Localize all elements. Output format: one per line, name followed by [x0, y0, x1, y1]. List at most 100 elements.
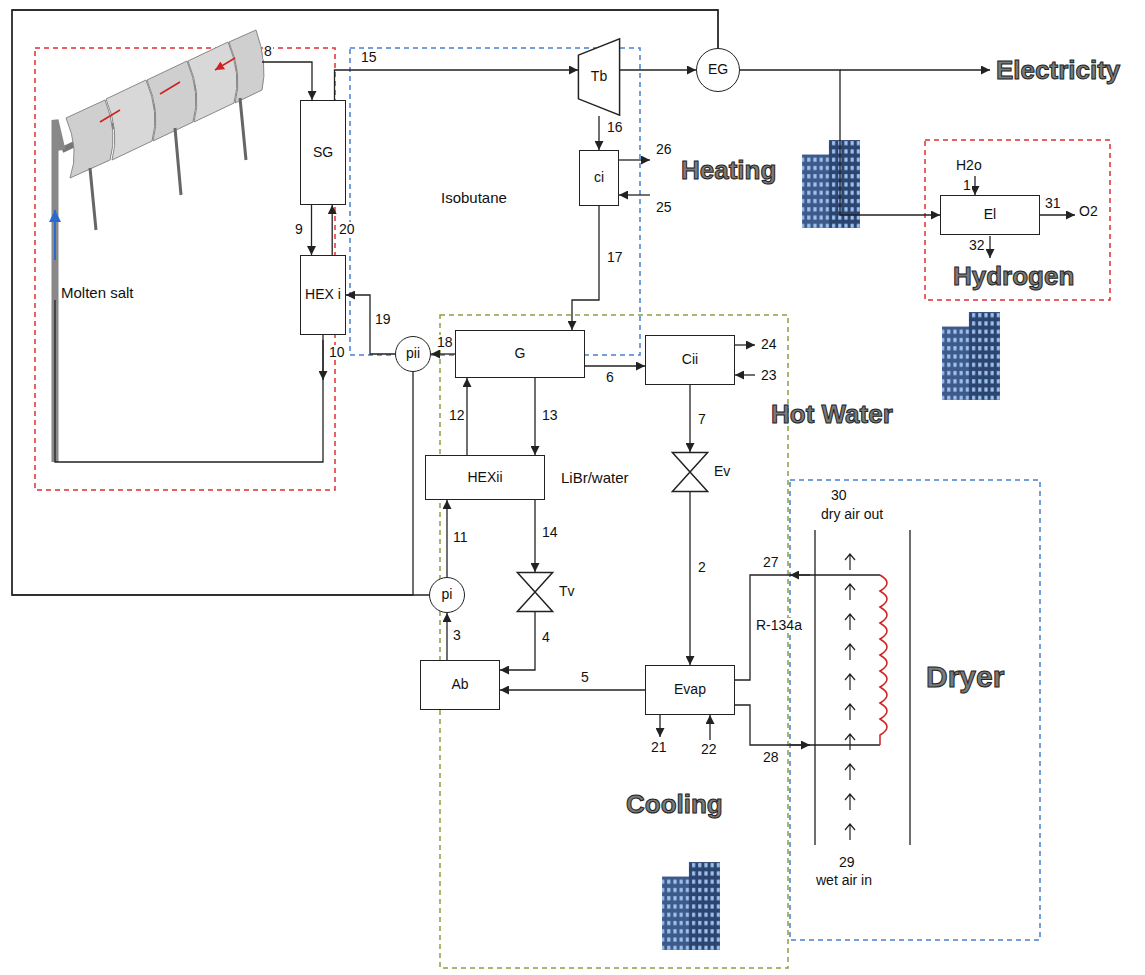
- condenser-box: Cii: [645, 335, 735, 385]
- callout-number: 19: [374, 312, 392, 327]
- callout-number: 21: [650, 740, 668, 755]
- flow-line: [466, 378, 467, 455]
- callout-number: 18: [436, 335, 454, 350]
- generator-box: G: [455, 330, 585, 378]
- solar-collector: [55, 30, 264, 462]
- stream-label: Isobutane: [440, 190, 508, 207]
- component-label: G: [515, 346, 526, 361]
- callout-number: 11: [452, 530, 469, 545]
- callout-number: 14: [541, 525, 559, 540]
- stream-label: Cooling: [625, 790, 724, 819]
- stream-label: Heating: [680, 156, 777, 185]
- flow-line: [446, 613, 447, 660]
- callout-number: 22: [700, 742, 718, 757]
- callout-number: 17: [606, 250, 624, 265]
- electrolyzer: El: [940, 195, 1040, 235]
- flow-line: [620, 69, 696, 70]
- component-label: Ab: [451, 677, 468, 692]
- component-label: Cii: [682, 352, 698, 367]
- stream-label: Hydrogen: [952, 262, 1075, 291]
- stream-label: R-134a: [755, 618, 803, 633]
- callout-number: 20: [338, 222, 356, 237]
- stream-label: Dryer: [925, 660, 1005, 693]
- callout-number: 30: [830, 488, 848, 503]
- flow-line: [689, 385, 690, 452]
- air-flow-arrows: [845, 554, 855, 840]
- flow-line: [12, 10, 718, 595]
- component-label: Tv: [558, 584, 576, 599]
- callout-number: 16: [606, 120, 624, 135]
- flow-line: [500, 612, 535, 670]
- callout-number: 24: [760, 337, 778, 352]
- callout-number: 6: [605, 370, 615, 385]
- valve-symbol: Ev: [672, 452, 708, 492]
- stream-label: O2: [1078, 204, 1099, 219]
- air-arrow: [845, 614, 855, 630]
- stream-label: Hot Water: [770, 400, 894, 429]
- callout-number: 9: [294, 222, 304, 237]
- flow-line: [446, 500, 447, 577]
- stream-label: Molten salt: [60, 285, 135, 302]
- flow-line: [689, 492, 690, 665]
- callout-number: 29: [838, 855, 856, 870]
- callout-number: 28: [762, 750, 780, 765]
- callout-number: 8: [263, 44, 273, 59]
- steam-generator: SG: [300, 100, 346, 205]
- component-label: Ev: [713, 464, 731, 479]
- stream-label: Electricity: [995, 56, 1121, 85]
- pump-symbol: pi: [429, 577, 465, 613]
- heat-exchanger: HEX i: [300, 255, 346, 335]
- callout-number: 3: [452, 628, 462, 643]
- component-label: HEX i: [305, 287, 341, 302]
- flow-line: [346, 295, 395, 354]
- evaporator-box: Evap: [645, 665, 735, 715]
- flow-line: [311, 205, 312, 255]
- region-outlines: [35, 48, 1110, 968]
- flow-line: [598, 116, 599, 150]
- air-arrow: [845, 674, 855, 690]
- callout-number: 4: [541, 630, 551, 645]
- component-label: HEXii: [467, 470, 502, 485]
- air-arrow: [845, 764, 855, 780]
- air-arrow: [845, 704, 855, 720]
- stream-label: wet air in: [815, 873, 873, 888]
- dryer-coil: [880, 575, 887, 745]
- callout-number: 15: [360, 50, 378, 65]
- component-label: EG: [708, 62, 728, 77]
- callout-number: 26: [655, 142, 673, 157]
- flow-line: [335, 70, 579, 100]
- flow-line: [431, 353, 455, 354]
- valve-outline: [672, 452, 708, 492]
- callout-number: 7: [697, 412, 707, 427]
- callout-number: 31: [1044, 196, 1062, 211]
- component-label: El: [984, 207, 996, 222]
- callout-number: 27: [762, 555, 780, 570]
- flow-line: [534, 378, 535, 455]
- valve-symbol: Tv: [517, 572, 553, 612]
- absorber-box: Ab: [420, 660, 500, 710]
- callout-number: 23: [760, 368, 778, 383]
- flow-line: [572, 206, 599, 330]
- air-arrow: [845, 734, 855, 750]
- component-label: Evap: [674, 682, 706, 697]
- valve-outline: [517, 572, 553, 612]
- callout-number: 32: [968, 238, 986, 253]
- callout-number: 25: [655, 200, 673, 215]
- component-label: pii: [406, 346, 420, 361]
- air-arrow: [845, 644, 855, 660]
- callout-number: 1: [962, 178, 972, 193]
- stream-label: dry air out: [820, 507, 884, 522]
- turbine: Tb: [578, 38, 620, 116]
- component-label: pi: [442, 587, 453, 602]
- building-icon: [942, 312, 1000, 400]
- air-arrow: [845, 554, 855, 570]
- pump-symbol: pii: [395, 336, 431, 372]
- condenser: ci: [579, 150, 619, 206]
- callout-number: 13: [541, 408, 559, 423]
- component-label: ci: [594, 170, 604, 185]
- air-arrow: [845, 824, 855, 840]
- flow-line: [740, 70, 940, 215]
- layout-lines: [55, 62, 1075, 845]
